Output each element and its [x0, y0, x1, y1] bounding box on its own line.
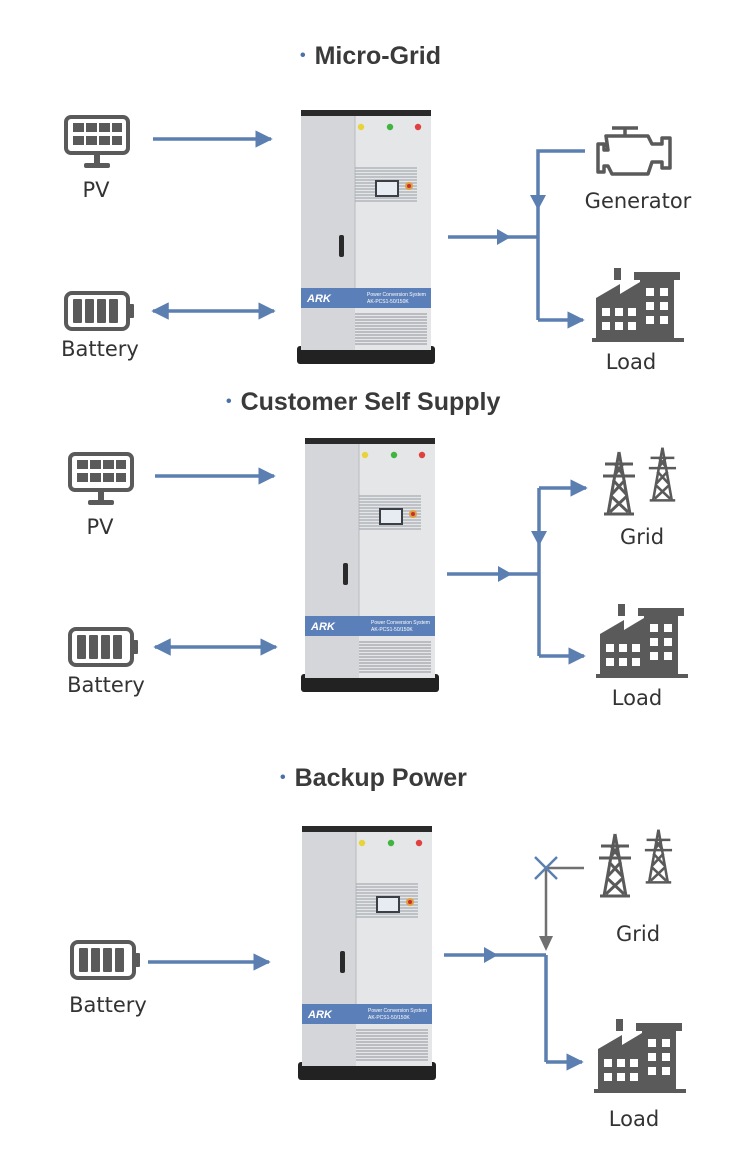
- cabinet-logo: ARK: [310, 621, 336, 633]
- battery-icon: [68, 627, 140, 667]
- flow-arrowheads: [484, 947, 498, 963]
- cabinet-line2: AK-PCS1-50/150K: [367, 299, 409, 305]
- load-label: Load: [605, 350, 657, 374]
- solar-panel-icon: [68, 452, 134, 507]
- section-title: •Customer Self Supply: [226, 388, 501, 416]
- factory-icon: [594, 1019, 686, 1093]
- bullet-icon: •: [226, 393, 232, 410]
- factory-icon: [592, 268, 684, 342]
- cabinet-logo: ARK: [306, 293, 332, 305]
- pv-label: PV: [82, 178, 110, 202]
- cabinet-line1: Power Conversion System: [368, 1008, 427, 1014]
- pcs-cabinet: ARK Power Conversion System AK-PCS1-50/1…: [296, 109, 436, 365]
- bullet-icon: •: [280, 769, 286, 786]
- flow-arrowheads: [497, 195, 546, 245]
- bullet-icon: •: [300, 47, 306, 64]
- cabinet-line1: Power Conversion System: [371, 620, 430, 626]
- battery-label: Battery: [61, 337, 139, 361]
- factory-icon: [596, 604, 688, 678]
- battery-label: Battery: [67, 673, 145, 697]
- pcs-cabinet: ARK Power Conversion System AK-PCS1-50/1…: [297, 825, 437, 1081]
- generator-label: Generator: [584, 189, 692, 213]
- cabinet-logo: ARK: [307, 1009, 333, 1021]
- section-title: •Micro-Grid: [300, 42, 442, 70]
- load-label: Load: [611, 686, 663, 710]
- flow-arrows: [153, 467, 588, 665]
- flow-arrows: [151, 130, 585, 329]
- battery-icon: [70, 940, 142, 980]
- micro-grid-section: ARK Power Conversion System AK-PCS1-50/1…: [64, 109, 684, 365]
- backup-power-section: ARK Power Conversion System AK-PCS1-50/1…: [70, 825, 686, 1093]
- battery-icon: [64, 291, 136, 331]
- grid-down-arrowhead: [539, 936, 553, 951]
- generator-engine-icon: [596, 126, 672, 176]
- cabinet-line2: AK-PCS1-50/150K: [371, 627, 413, 633]
- bus-line: [536, 149, 585, 320]
- grid-label: Grid: [615, 922, 661, 946]
- disconnect-x-icon: [534, 856, 558, 880]
- disconnected-grid-line: [544, 866, 584, 941]
- cabinet-line1: Power Conversion System: [367, 292, 426, 298]
- solar-panel-icon: [64, 115, 130, 170]
- pv-label: PV: [86, 515, 114, 539]
- grid-label: Grid: [619, 525, 665, 549]
- customer-self-supply-section: ARK Power Conversion System AK-PCS1-50/1…: [68, 437, 688, 693]
- transmission-tower-icon: [601, 446, 678, 516]
- load-label: Load: [608, 1107, 660, 1131]
- transmission-tower-icon: [597, 828, 674, 898]
- battery-label: Battery: [69, 993, 147, 1017]
- pcs-cabinet: ARK Power Conversion System AK-PCS1-50/1…: [300, 437, 440, 693]
- cabinet-line2: AK-PCS1-50/150K: [368, 1015, 410, 1021]
- section-title: •Backup Power: [280, 764, 467, 792]
- flow-arrowheads: [498, 531, 547, 582]
